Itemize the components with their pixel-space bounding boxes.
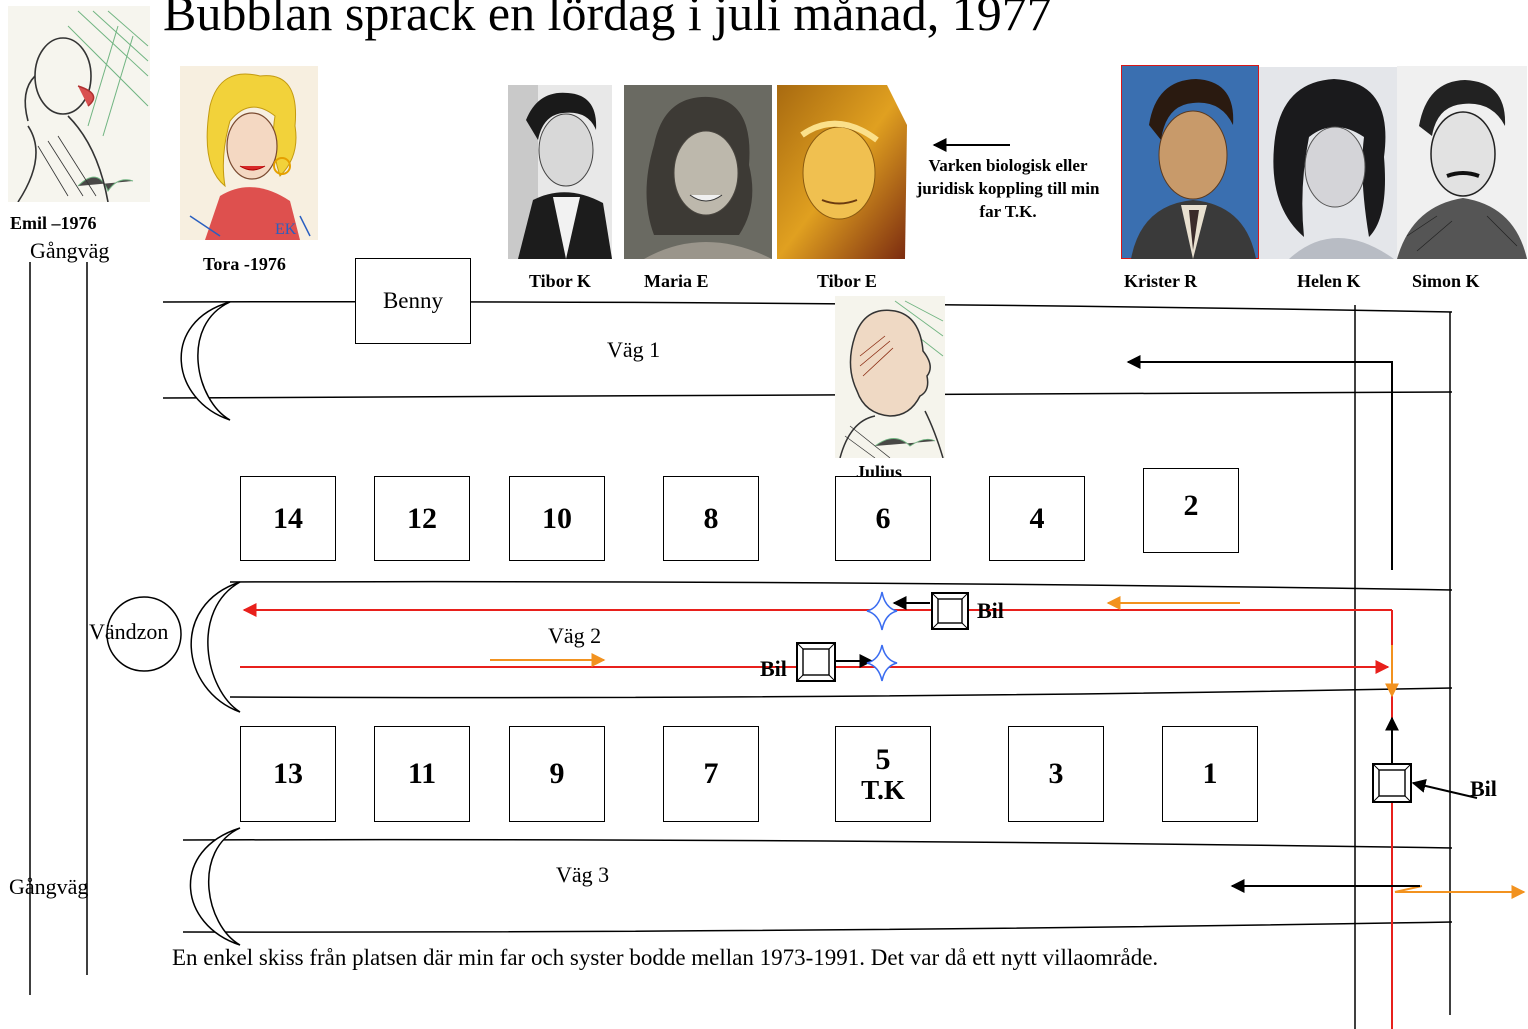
label-emil: Emil –1976 [10,213,97,233]
house-number: 10 [542,501,572,535]
road-2-turnaround [190,581,241,713]
road-1-label: Väg 1 [607,337,661,362]
road-2-outline [229,687,1453,699]
house-1: 1 [1162,726,1258,822]
portrait-julius-sketch [835,296,945,458]
house-6: 6 [835,476,931,561]
house-number: 9 [549,757,565,790]
road-1-turnaround [180,301,231,421]
road-2-label: Väg 2 [548,623,602,648]
house-number: 6 [875,501,891,535]
walkway-label-top: Gångväg [30,238,110,263]
photo-krister-r [1121,65,1259,259]
house-number: 4 [1029,501,1045,535]
walkway-label-bottom: Gångväg [9,874,89,899]
house-14: 14 [240,476,336,561]
label-maria-e: Maria E [644,271,709,291]
turning-zone-circle [106,596,182,672]
road-1-outline [162,300,1453,313]
orange-arrow-exit [1394,885,1526,899]
car-icon [1372,763,1412,803]
photo-maria-e [624,85,772,259]
car-pointer-arrow [1411,779,1478,799]
label-tibor-e: Tibor E [817,271,877,291]
road-3-outline [182,838,1453,849]
photo-helen-k [1259,67,1399,259]
road-1-outline [162,391,1453,399]
house-2: 2 [1143,468,1239,553]
collision-star-icon [866,591,898,631]
road-3-turnaround [189,827,241,946]
house-4: 4 [989,476,1085,561]
house-number: 8 [703,501,719,535]
svg-text:EK: EK [275,221,297,238]
page-title: Bubblan sprack en lördag i juli månad, 1… [163,0,1052,41]
house-7: 7 [663,726,759,822]
portrait-emil-sketch [8,6,150,202]
house-number: 13 [273,757,303,790]
house-5: 5 T.K [835,726,931,822]
photo-simon-k [1397,66,1527,259]
road-3-label: Väg 3 [556,862,610,887]
car-icon [931,592,969,630]
road-1-arrow [1126,355,1393,570]
house-number: 2 [1183,489,1199,522]
house-number: 14 [273,501,303,535]
house-13: 13 [240,726,336,822]
house-11: 11 [374,726,470,822]
label-helen-k: Helen K [1297,271,1361,291]
photo-tibor-k [508,85,612,259]
collision-star-icon [866,644,898,682]
label-krister-r: Krister R [1124,271,1198,291]
house-8: 8 [663,476,759,561]
house-number: 1 [1202,757,1218,790]
car-label: Bil [977,598,1004,623]
benny-house: Benny [355,258,471,344]
house-3: 3 [1008,726,1104,822]
house-number: 5 [875,743,891,777]
label-simon-k: Simon K [1412,271,1480,291]
house-number: 3 [1048,757,1064,790]
photo-tibor-e [777,85,907,259]
label-tora: Tora -1976 [203,254,286,274]
caption: En enkel skiss från platsen där min far … [172,945,1159,970]
house-number: 7 [703,757,719,790]
road-3-outline [182,921,1453,933]
house-number: 11 [407,757,437,790]
benny-label: Benny [382,288,444,313]
house-10: 10 [509,476,605,561]
car-label: Bil [760,656,787,681]
label-tibor-k: Tibor K [529,271,591,291]
road-2-outline [229,580,1453,591]
house-9: 9 [509,726,605,822]
car-icon [796,642,836,682]
relationship-note: Varken biologisk eller juridisk koppling… [916,156,1100,221]
house-number: 12 [407,501,437,535]
house-5-owner: T.K [861,774,905,805]
portrait-tora-sketch: EK [180,66,318,240]
turning-zone-label: Vändzon [89,619,169,644]
car-label: Bil [1470,776,1497,801]
house-12: 12 [374,476,470,561]
